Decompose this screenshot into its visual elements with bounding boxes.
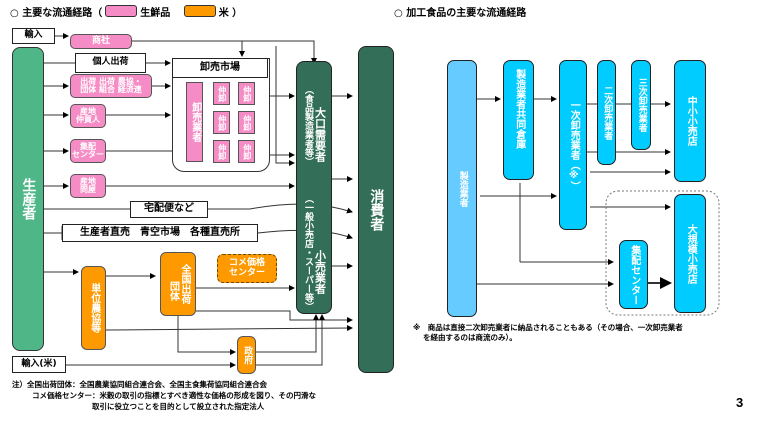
- import-rice-box: 輸入(米): [12, 356, 66, 373]
- left-note-line-2: コメ価格センター：米穀の取引の指標とすべき適性な価格の形成を図り、その円滑な: [32, 391, 316, 400]
- buyers-column: （食品製造業者等） 大口需要者 （一般小売店・スーパー等） 小売業者: [296, 61, 332, 314]
- shipping-orgs-box: 出荷 出荷 農協・ 団体 組合 経済連: [70, 74, 152, 98]
- tertiary-wholesaler-box: 三次卸売業者: [631, 60, 651, 150]
- legend-label-rice: 米 ）: [218, 8, 243, 19]
- national-shipping-org-box: 団体 全国出荷: [160, 252, 196, 316]
- small-retailers-box: 中小小売店: [674, 60, 706, 182]
- intermediate-wholesaler-box: 仲卸: [238, 140, 255, 163]
- intermediate-wholesaler-box: 仲卸: [213, 82, 230, 105]
- large-buyers-block: （食品製造業者等） 大口需要者: [302, 66, 327, 184]
- origin-wholesaler-box: 産地 問屋: [70, 174, 106, 198]
- intermediate-wholesaler-box: 仲卸: [213, 140, 230, 163]
- import-box: 輸入: [12, 28, 55, 44]
- retailers-label: 小売業者: [313, 250, 327, 294]
- joint-warehouse-box: 製造業者共同倉庫: [503, 60, 534, 180]
- left-title: ○ 主要な流通経路（生鮮品 米 ）: [10, 4, 242, 19]
- large-buyers-label: 大口需要者: [313, 106, 327, 162]
- manufacturer-box: 製造業者: [447, 60, 477, 317]
- secondary-wholesaler-box: 二次卸売業者: [597, 60, 616, 165]
- rice-price-center-box: コメ価格 センター: [217, 254, 277, 283]
- left-note-line-1: 注）全国出荷団体：全国農業協同組合連合会、全国主食集荷協同組合連合会: [12, 380, 267, 389]
- large-retailers-box: 大規模小売店: [674, 194, 706, 313]
- trading-company-box: 商社: [70, 34, 132, 49]
- local-coop-box: 単位農協等: [81, 266, 106, 350]
- producer-box: 生産者: [12, 47, 44, 351]
- distribution-center-box: 集配センター: [619, 240, 648, 309]
- right-note-line-2: を経由するのは商流のみ）。: [423, 333, 517, 342]
- wholesale-market-header: 卸売市場: [172, 58, 268, 78]
- retail-group-dashed-outline: [605, 190, 720, 316]
- direct-sales-box: 生産者直売 青空市場 各種直売所: [62, 224, 258, 242]
- page-number: 3: [736, 395, 744, 410]
- individual-shipping-box: 個人出荷: [75, 53, 146, 73]
- intermediate-wholesaler-box: 仲卸: [213, 111, 230, 134]
- intermediate-wholesaler-box: 仲卸: [238, 111, 255, 134]
- legend-swatch-rice: [183, 5, 216, 17]
- large-buyers-sub-label: （食品製造業者等）: [302, 84, 313, 166]
- origin-brokers-box: 産地 仲買人: [70, 104, 106, 128]
- retailers-block: （一般小売店・スーパー等） 小売業者: [302, 192, 327, 312]
- home-delivery-box: 宅配便など: [130, 201, 208, 218]
- right-note-line-1: ※ 商品は直接二次卸売業者に納品されることもある（その場合、一次卸売業者: [413, 323, 683, 332]
- legend-swatch-fresh: [105, 5, 138, 17]
- consumer-box: 消費者: [358, 46, 394, 373]
- government-box: 政府: [237, 336, 256, 374]
- wholesaler-box: 卸売業者: [186, 82, 203, 162]
- retailers-sub-label: （一般小売店・スーパー等）: [302, 193, 313, 311]
- legend-label-fresh: 生鮮品: [140, 8, 171, 19]
- right-title: ○ 加工食品の主要な流通経路: [394, 8, 527, 19]
- collection-center-box: 集配 センター: [70, 139, 106, 163]
- intermediate-wholesaler-box: 仲卸: [238, 82, 255, 105]
- left-note-line-3: 取引に役立つことを目的として設立された指定法人: [92, 402, 265, 411]
- primary-wholesaler-box: 一次卸売業者（※）: [559, 60, 587, 230]
